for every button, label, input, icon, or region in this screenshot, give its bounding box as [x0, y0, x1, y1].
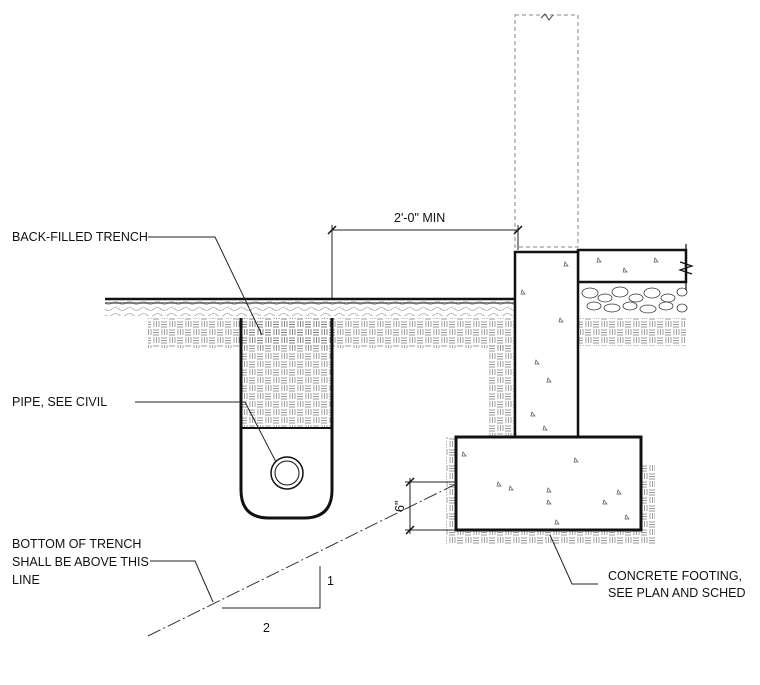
hatch-below-footing	[456, 530, 641, 544]
dim-min-label: 2'-0" MIN	[394, 211, 445, 225]
slope-run-label: 2	[263, 621, 270, 635]
trench-backfill-hatch	[241, 318, 332, 428]
hatch-right-of-footing	[641, 465, 655, 545]
dimension-2ft-min: 2'-0" MIN	[327, 211, 523, 298]
leader-bottom	[150, 560, 214, 603]
slope-indicator: 1 2	[222, 566, 334, 635]
label-back-filled-trench: BACK-FILLED TRENCH	[12, 230, 148, 244]
leader-backfill	[148, 236, 263, 336]
label-bottom-line1: BOTTOM OF TRENCH	[12, 537, 141, 551]
trench	[239, 318, 334, 520]
slope-limit-line	[147, 483, 457, 637]
concrete-slab	[576, 244, 694, 290]
dim-six-label: 6"	[393, 501, 407, 512]
label-pipe: PIPE, SEE CIVIL	[12, 395, 107, 409]
label-bottom-line2: SHALL BE ABOVE THIS	[12, 555, 149, 569]
dimension-6in: 6"	[393, 477, 456, 535]
concrete-footing	[454, 435, 643, 532]
hatch-beside-stem	[488, 345, 515, 437]
leader-pipe	[135, 401, 277, 463]
stem-wall	[513, 250, 580, 439]
label-bottom-line3: LINE	[12, 573, 40, 587]
wall-above-dashed	[514, 13, 579, 248]
label-footing-line1: CONCRETE FOOTING,	[608, 569, 742, 583]
leader-footing	[549, 534, 598, 585]
hatch-left-of-footing	[446, 437, 456, 545]
topsoil-band	[105, 300, 515, 316]
slope-rise-label: 1	[327, 574, 334, 588]
pipe	[270, 456, 304, 490]
gravel-base	[581, 286, 688, 314]
ground-hatch-right	[578, 318, 686, 346]
label-footing-line2: SEE PLAN AND SCHED	[608, 586, 746, 600]
